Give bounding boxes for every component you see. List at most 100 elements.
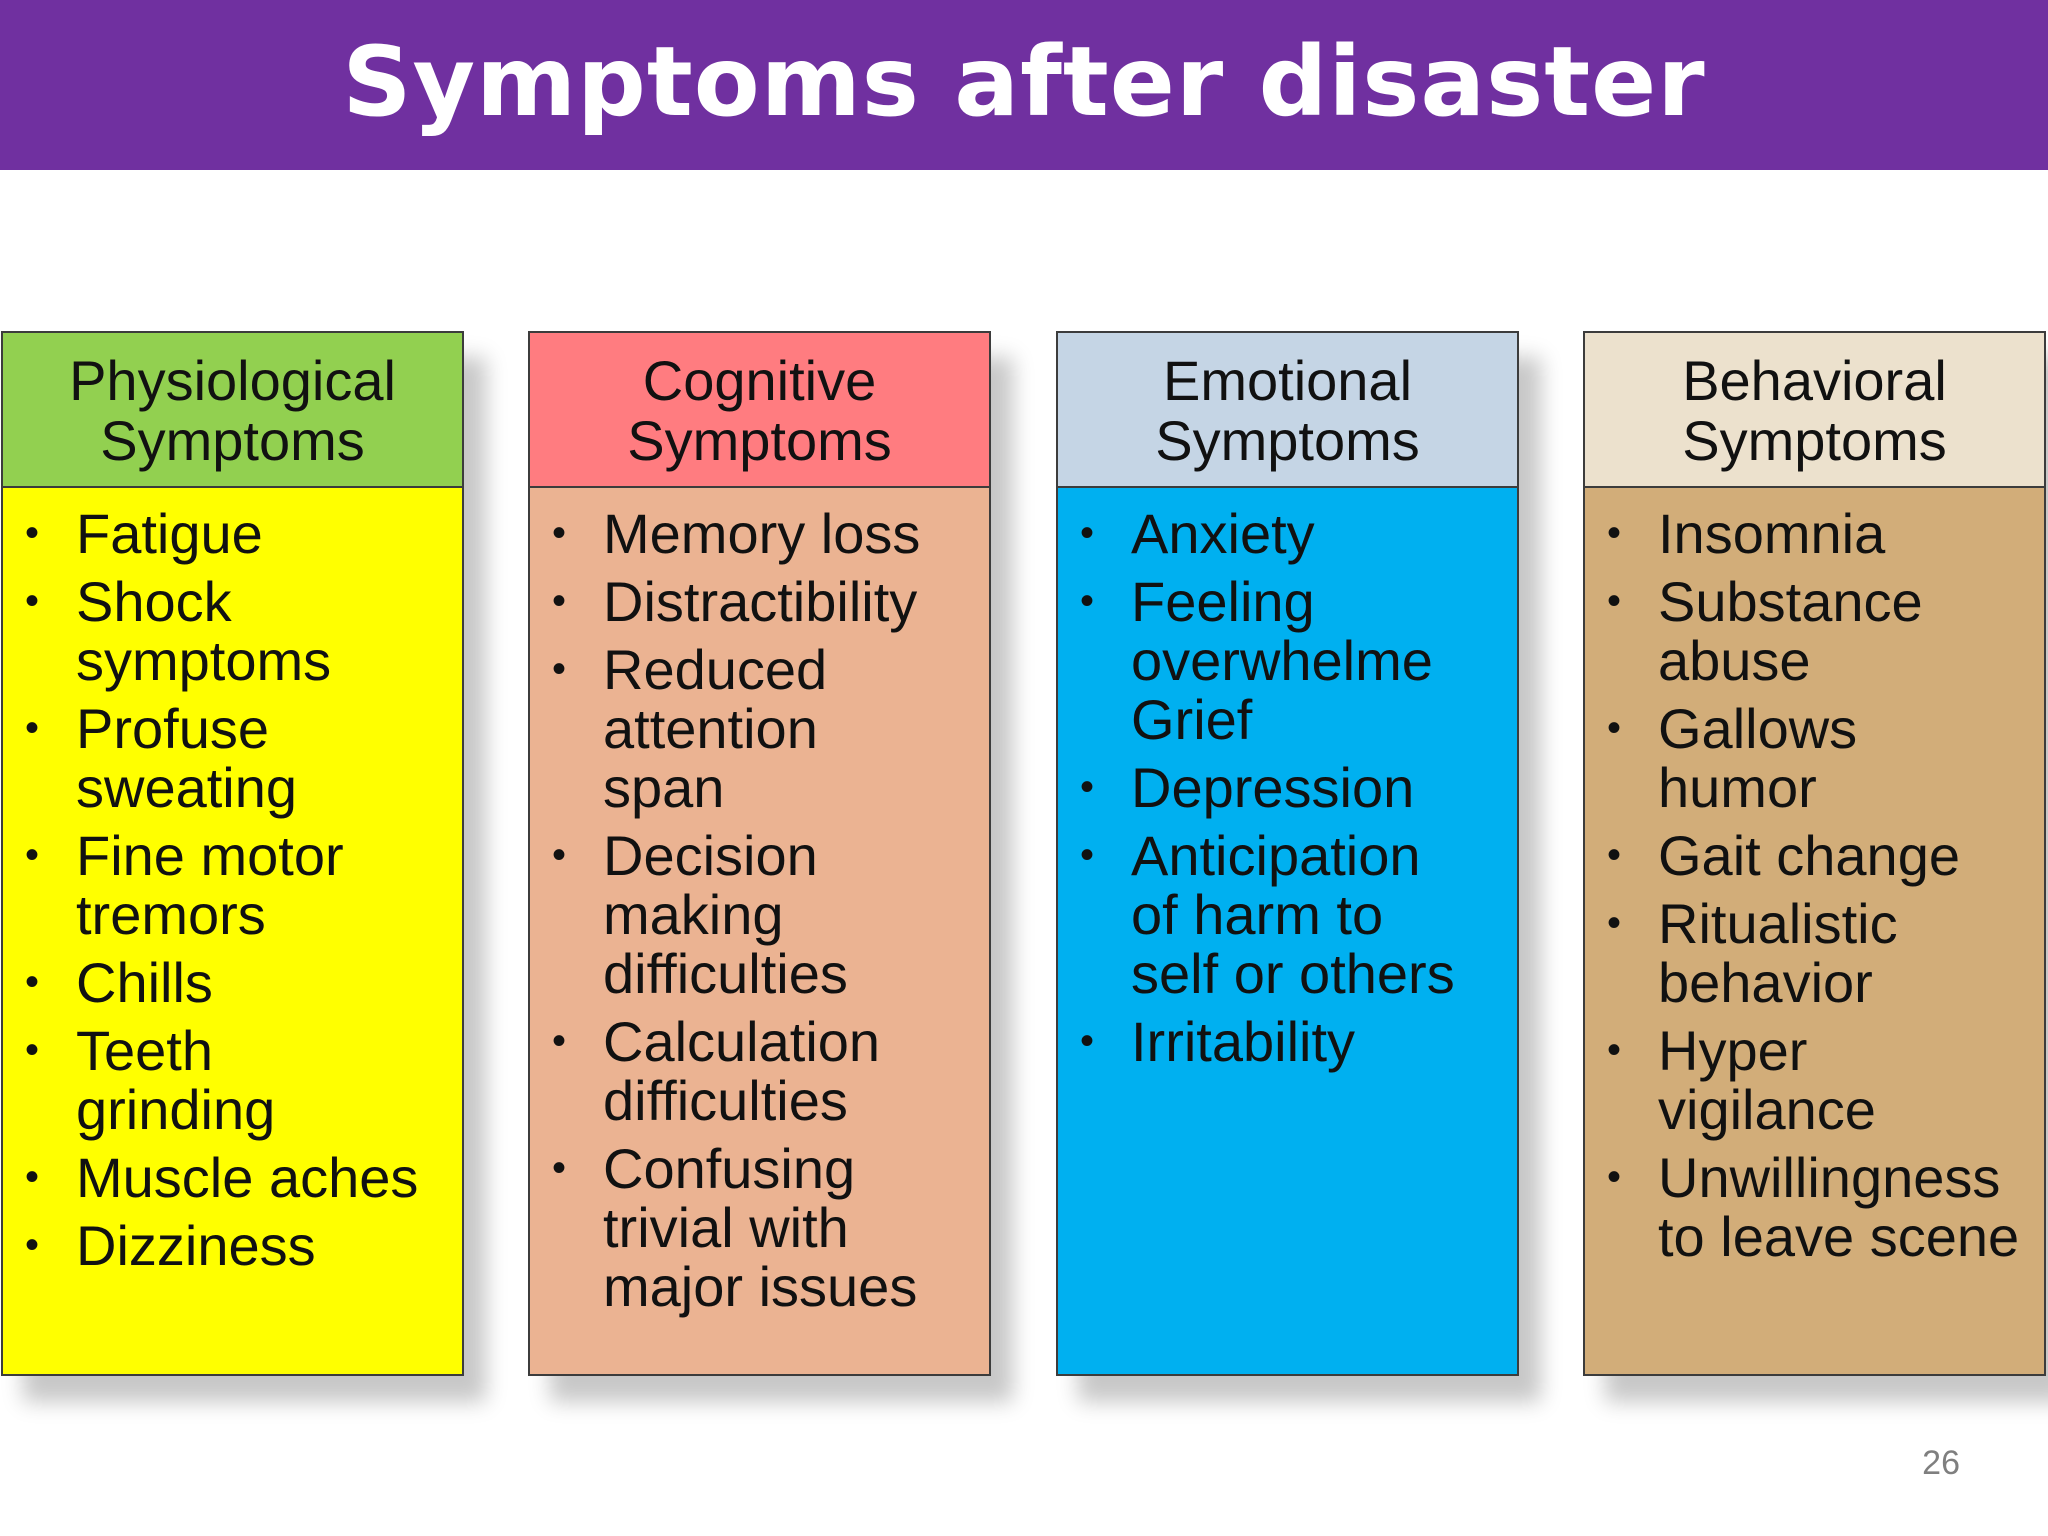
list-item: • Reduced attention span xyxy=(530,640,860,817)
list-item-text: Muscle aches xyxy=(76,1146,419,1209)
bullet-icon: • xyxy=(1080,579,1095,623)
behavioral-header-line1: Behavioral xyxy=(1682,348,1947,412)
bullet-icon: • xyxy=(552,647,567,691)
list-item-text: Depression xyxy=(1131,756,1415,819)
list-item-text: Fine motor tremors xyxy=(76,824,344,946)
list-item: •Distractibility xyxy=(530,572,989,631)
cognitive-column: Cognitive Symptoms • Memory loss •Distrac… xyxy=(528,331,991,1376)
physiological-list: • Fatigue • Shock symptoms •Profuse sweati… xyxy=(3,504,462,1275)
list-item: • Substance abuse xyxy=(1585,572,1945,690)
list-item: • Shock symptoms xyxy=(3,572,333,690)
bullet-icon: • xyxy=(25,579,40,623)
list-item-text: Feeling overwhelme Grief xyxy=(1131,570,1433,751)
bullet-icon: • xyxy=(1607,511,1622,555)
list-item-text: Fatigue xyxy=(76,502,263,565)
list-item: • Feeling overwhelme Grief xyxy=(1058,572,1433,749)
cognitive-header-line1: Cognitive xyxy=(642,348,877,412)
emotional-header-line2: Symptoms xyxy=(1155,408,1420,472)
physiological-body: • Fatigue • Shock symptoms •Profuse sweati… xyxy=(3,488,462,1374)
bullet-icon: • xyxy=(1607,1028,1622,1072)
list-item-text: Calculation difficulties xyxy=(603,1010,881,1132)
list-item-text: Dizziness xyxy=(76,1214,316,1277)
page-number: 26 xyxy=(1922,1444,1960,1482)
list-item: • Anxiety xyxy=(1058,504,1517,563)
list-item: • Teeth grinding xyxy=(3,1021,333,1139)
title-bar: Symptoms after disaster xyxy=(0,0,2048,170)
list-item: • Insomnia xyxy=(1585,504,2044,563)
list-item: • Anticipation of harm to self or others xyxy=(1058,826,1478,1003)
behavioral-list: • Insomnia • Substance abuse • Gallows humo… xyxy=(1585,504,2044,1266)
list-item-text: Insomnia xyxy=(1658,502,1886,565)
behavioral-header: Behavioral Symptoms xyxy=(1585,333,2044,488)
list-item-text: Reduced attention span xyxy=(603,638,828,819)
physiological-header: Physiological Symptoms xyxy=(3,333,462,488)
list-item-text: Chills xyxy=(76,951,213,1014)
list-item-text: Gait change xyxy=(1658,824,1960,887)
list-item: • Hyper vigilance xyxy=(1585,1021,1905,1139)
list-item: • Chills xyxy=(3,953,462,1012)
bullet-icon: • xyxy=(25,706,40,750)
list-item-text: Ritualistic behavior xyxy=(1658,892,1898,1014)
bullet-icon: • xyxy=(25,833,40,877)
list-item-text: Shock symptoms xyxy=(76,570,332,692)
physiological-header-line2: Symptoms xyxy=(100,408,365,472)
bullet-icon: • xyxy=(25,1155,40,1199)
behavioral-body: • Insomnia • Substance abuse • Gallows humo… xyxy=(1585,488,2044,1374)
list-item: • Gallows humor xyxy=(1585,699,1915,817)
emotional-header: Emotional Symptoms xyxy=(1058,333,1517,488)
bullet-icon: • xyxy=(1080,765,1095,809)
bullet-icon: • xyxy=(552,1146,567,1190)
list-item: • Fatigue xyxy=(3,504,462,563)
list-item: • Muscle aches xyxy=(3,1148,462,1207)
bullet-icon: • xyxy=(1607,1155,1622,1199)
bullet-icon: • xyxy=(1607,901,1622,945)
bullet-icon: • xyxy=(1080,511,1095,555)
list-item-text: Irritability xyxy=(1131,1010,1356,1073)
bullet-icon: • xyxy=(25,1028,40,1072)
list-item: • Memory loss xyxy=(530,504,989,563)
list-item: • Unwillingness to leave scene xyxy=(1585,1148,2025,1266)
list-item: •Profuse sweating xyxy=(3,699,333,817)
bullet-icon: • xyxy=(1607,579,1622,623)
list-item: • Depression xyxy=(1058,758,1517,817)
list-item-text: Confusing trivial with major issues xyxy=(603,1137,918,1318)
list-item-text: Gallows humor xyxy=(1658,697,1858,819)
bullet-icon: • xyxy=(25,1223,40,1267)
emotional-body: • Anxiety • Feeling overwhelme Grief • Depr… xyxy=(1058,488,1517,1374)
cognitive-header-line2: Symptoms xyxy=(627,408,892,472)
list-item: • Irritability xyxy=(1058,1012,1517,1071)
behavioral-header-line2: Symptoms xyxy=(1682,408,1947,472)
list-item-text: Teeth grinding xyxy=(76,1019,276,1141)
list-item: •Decision making difficulties xyxy=(530,826,860,1003)
list-item-text: Hyper vigilance xyxy=(1658,1019,1876,1141)
list-item: • Gait change xyxy=(1585,826,2044,885)
bullet-icon: • xyxy=(25,960,40,1004)
bullet-icon: • xyxy=(1607,833,1622,877)
slide-title: Symptoms after disaster xyxy=(342,26,1706,138)
behavioral-column: Behavioral Symptoms • Insomnia • Substance… xyxy=(1583,331,2046,1376)
list-item: • Fine motor tremors xyxy=(3,826,403,944)
physiological-column: Physiological Symptoms • Fatigue • Shock s… xyxy=(1,331,464,1376)
bullet-icon: • xyxy=(552,1019,567,1063)
list-item: • Confusing trivial with major issues xyxy=(530,1139,950,1316)
bullet-icon: • xyxy=(552,579,567,623)
physiological-header-line1: Physiological xyxy=(69,348,396,412)
list-item: • Calculation difficulties xyxy=(530,1012,910,1130)
cognitive-body: • Memory loss •Distractibility • Reduced a… xyxy=(530,488,989,1374)
bullet-icon: • xyxy=(1080,1019,1095,1063)
list-item-text: Substance abuse xyxy=(1658,570,1923,692)
list-item-text: Memory loss xyxy=(603,502,921,565)
bullet-icon: • xyxy=(1080,833,1095,877)
bullet-icon: • xyxy=(552,833,567,877)
list-item-text: Anxiety xyxy=(1131,502,1315,565)
emotional-column: Emotional Symptoms • Anxiety • Feeling ove… xyxy=(1056,331,1519,1376)
emotional-list: • Anxiety • Feeling overwhelme Grief • Depr… xyxy=(1058,504,1517,1071)
cognitive-header: Cognitive Symptoms xyxy=(530,333,989,488)
bullet-icon: • xyxy=(552,511,567,555)
list-item-text: Anticipation of harm to self or others xyxy=(1131,824,1455,1005)
emotional-header-line1: Emotional xyxy=(1162,348,1413,412)
bullet-icon: • xyxy=(25,511,40,555)
list-item-text: Unwillingness to leave scene xyxy=(1658,1146,2020,1268)
bullet-icon: • xyxy=(1607,706,1622,750)
